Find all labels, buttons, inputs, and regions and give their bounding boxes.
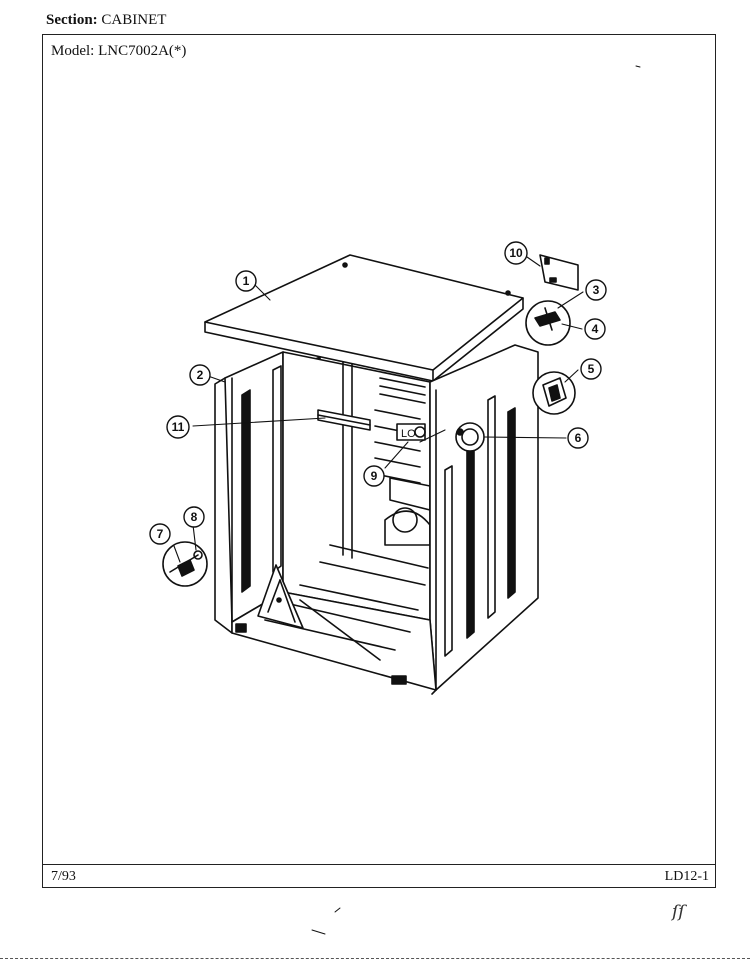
callout-label-6: 6	[575, 431, 582, 445]
footer-date: 7/93	[51, 869, 76, 884]
cabinet-right-panel	[429, 344, 539, 695]
leader-lines	[173, 256, 584, 563]
vent-grommet	[455, 422, 485, 452]
section-heading: Section: CABINET	[46, 12, 166, 29]
foot-bracket	[257, 564, 304, 629]
callout-circles	[149, 241, 607, 545]
detail-circle-7-8	[162, 541, 208, 587]
callout-label-5: 5	[588, 362, 595, 376]
model-label: Model:	[51, 43, 95, 59]
scan-marks	[311, 65, 641, 935]
detail-circle-5	[532, 371, 576, 415]
footer-page-code: LD12-1	[664, 869, 709, 884]
rear-rail	[317, 409, 371, 431]
handwritten-mark: ſſ	[672, 902, 685, 922]
callout-label-8: 8	[191, 510, 198, 524]
callout-label-4: 4	[592, 322, 599, 336]
callout-label-9: 9	[371, 469, 378, 483]
model-heading: Model: LNC7002A(*)	[51, 43, 186, 60]
callout-label-1: 1	[243, 274, 250, 288]
detail-circle-3-4	[525, 300, 571, 346]
scan-edge-line	[0, 958, 750, 959]
callout-label-2: 2	[197, 368, 204, 382]
section-value: CABINET	[101, 12, 167, 28]
callout-label-11: 11	[172, 420, 185, 434]
control-bracket	[539, 254, 579, 291]
callout-label-10: 10	[509, 246, 523, 260]
section-label: Section:	[46, 12, 98, 28]
callout-labels: 1 2 3 4 5 6 7 8 9 10 11	[157, 246, 600, 541]
footer-divider	[43, 864, 715, 865]
svg-text:LO: LO	[401, 428, 416, 440]
callout-label-3: 3	[593, 283, 600, 297]
terminal-block: LO	[396, 423, 426, 441]
diagram-frame: Model: LNC7002A(*) 7/93 LD12-1	[42, 34, 716, 888]
model-value: LNC7002A(*)	[98, 43, 187, 59]
cabinet-back-wall	[282, 351, 431, 621]
callout-label-7: 7	[157, 527, 164, 541]
